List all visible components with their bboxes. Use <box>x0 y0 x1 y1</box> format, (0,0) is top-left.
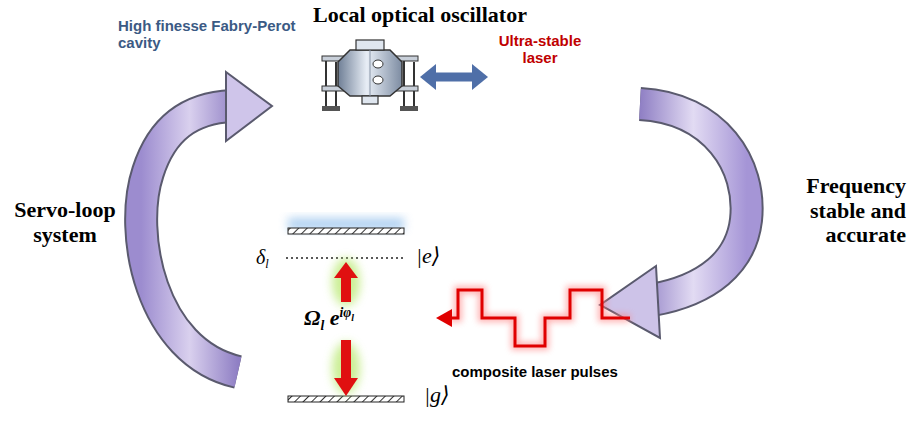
cavity-illustration <box>322 40 418 111</box>
symbol-part: iφ <box>339 305 351 320</box>
symbol-part: e <box>324 305 339 330</box>
symbol-part: δ <box>256 246 265 268</box>
state-label: |e⟩ <box>416 244 440 269</box>
pulse-label: composite laser pulses <box>452 364 618 381</box>
detuning-symbol: δl <box>256 246 269 272</box>
laser-label: Ultra-stable laser <box>494 33 586 67</box>
cavity-label: High finesse Fabry-Perot cavity <box>118 18 298 52</box>
symbol-part: l <box>351 312 354 323</box>
loop-label: Servo-loop system <box>6 198 124 247</box>
pulse-train <box>436 290 630 346</box>
lock-double-arrow <box>420 64 488 90</box>
state-label: |g⟩ <box>424 383 450 408</box>
symbol-part: l <box>320 318 324 333</box>
servo-arrow <box>141 72 272 372</box>
symbol-part: l <box>265 257 268 271</box>
symbol-part: Ω <box>304 305 320 330</box>
energy-levels <box>286 218 406 402</box>
output-label: Frequency stable and accurate <box>764 174 906 248</box>
rabi-symbol: Ωl eiφl <box>304 305 354 333</box>
output-arrow <box>600 104 747 338</box>
